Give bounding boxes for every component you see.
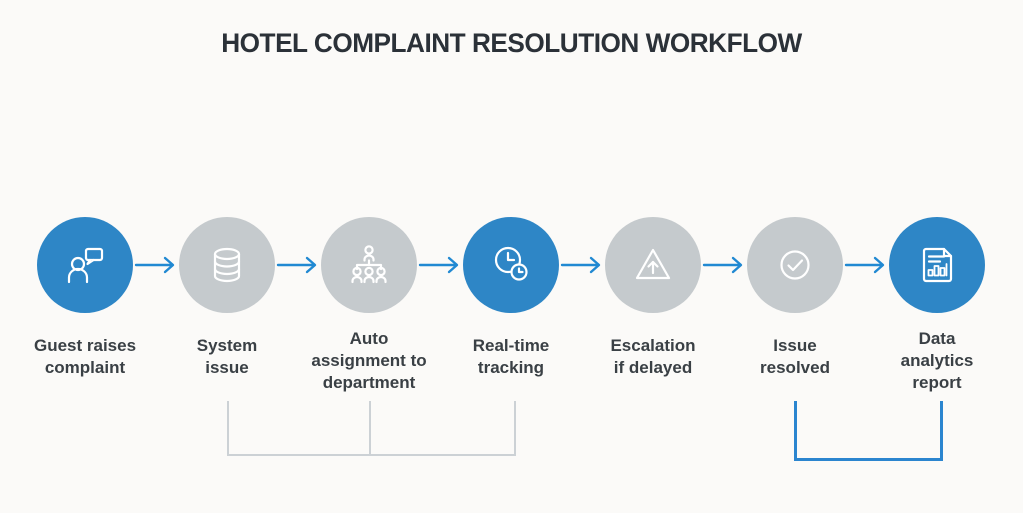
arrow-icon [702, 256, 743, 274]
arrow-icon [276, 256, 317, 274]
step-label: Issue resolved [760, 336, 830, 377]
check-circle-icon [780, 250, 810, 280]
person-chat-icon [67, 247, 104, 284]
arrow-icon [560, 256, 601, 274]
step-real-time-tracking: Real-time tracking [440, 217, 582, 379]
step-circle [605, 217, 701, 313]
step-auto-assignment: Auto assignment to department [298, 217, 440, 394]
step-issue-resolved: Issue resolved [724, 217, 866, 379]
step-circle [747, 217, 843, 313]
step-data-analytics-report: Data analytics report [866, 217, 1008, 394]
page-title: HOTEL COMPLAINT RESOLUTION WORKFLOW [221, 28, 802, 58]
gray-group-bracket-middle-line [369, 401, 371, 454]
arrow-icon [418, 256, 459, 274]
step-escalation: Escalation if delayed [582, 217, 724, 379]
database-icon [213, 247, 241, 283]
step-label: Real-time tracking [472, 336, 550, 377]
warning-triangle-icon [635, 248, 671, 280]
step-guest-raises-complaint: Guest raises complaint [14, 217, 156, 379]
step-label: Guest raises complaint [33, 336, 137, 377]
clock-tracking-icon [494, 246, 528, 281]
step-system-issue: System issue [156, 217, 298, 379]
blue-group-bracket [794, 401, 943, 461]
arrow-icon [134, 256, 175, 274]
step-circle [321, 217, 417, 313]
step-circle [179, 217, 275, 313]
gray-group-bracket [227, 401, 516, 456]
step-label: Auto assignment to department [311, 329, 427, 392]
step-circle [37, 217, 133, 313]
step-label: System issue [196, 336, 258, 377]
step-circle [463, 217, 559, 313]
org-chart-icon [351, 245, 387, 284]
report-document-icon [922, 247, 953, 283]
arrow-icon [844, 256, 885, 274]
step-circle [889, 217, 985, 313]
step-label: Escalation if delayed [610, 336, 696, 377]
step-label: Data analytics report [900, 329, 974, 392]
